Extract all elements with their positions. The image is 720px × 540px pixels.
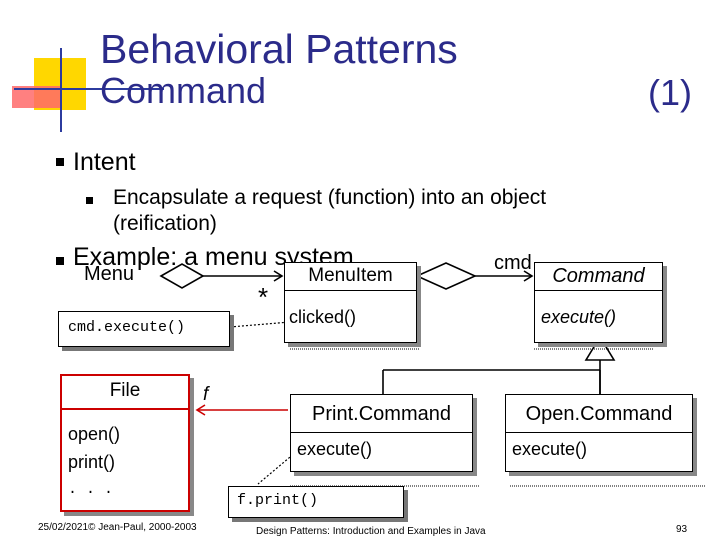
logo-red-bar (12, 86, 60, 108)
file-class-name: File (62, 376, 188, 410)
printcommand-class-box: Print.Command execute() (290, 394, 473, 472)
aggregation-diamond (159, 263, 205, 289)
bullet-marker (56, 158, 64, 166)
f-role-label: f (203, 384, 209, 405)
footer-course-title: Design Patterns: Introduction and Exampl… (256, 526, 486, 537)
page-number: 93 (676, 524, 688, 535)
command-class-name: Command (535, 263, 662, 291)
note-f-print: f.print() (228, 486, 404, 518)
opencommand-class-name: Open.Command (506, 395, 692, 433)
command-method-execute: execute() (541, 307, 617, 327)
command-class-box: Command execute() (534, 262, 663, 343)
note-cmd-execute: cmd.execute() (58, 311, 230, 347)
sub-bullet-marker (86, 197, 93, 204)
slide-part-number: (1) (648, 72, 692, 113)
aggregation-diamond (415, 262, 477, 290)
menuitem-class-box: MenuItem clicked() (284, 262, 417, 343)
logo-vertical-line (60, 48, 62, 132)
multiplicity-star: * (258, 282, 269, 312)
footer-copyright: 25/02/2021© Jean-Paul, 2000-2003 (38, 522, 197, 533)
printcommand-method-execute: execute() (297, 439, 373, 459)
menuitem-arrowhead (273, 270, 284, 282)
opencommand-method-execute: execute() (512, 439, 588, 459)
file-class-box: File open() print() . . . (60, 374, 190, 512)
opencommand-class-box: Open.Command execute() (505, 394, 693, 472)
file-method-open: open() (68, 424, 121, 444)
file-methods: open() print() . . . (62, 410, 188, 504)
file-method-more: . . . (68, 481, 114, 498)
slide-title: Behavioral Patterns (100, 26, 458, 72)
slide-subtitle: Command (100, 70, 267, 111)
file-method-print: print() (68, 452, 116, 472)
menuitem-class-name: MenuItem (285, 263, 416, 291)
cmd-role-label: cmd (494, 252, 532, 274)
menuitem-method-clicked: clicked() (289, 307, 357, 327)
note-link-dotted (229, 321, 291, 328)
note-link-dotted (257, 451, 297, 485)
logo-horizontal-line (14, 88, 164, 90)
menu-class-label: Menu (84, 263, 135, 285)
file-arrowhead (195, 404, 206, 416)
command-arrowhead (523, 270, 534, 282)
bullet-intent-detail: Encapsulate a request (function) into an… (113, 186, 547, 235)
bullet-intent: Intent (73, 148, 136, 176)
printcommand-class-name: Print.Command (291, 395, 472, 433)
bullet-marker (56, 257, 64, 265)
